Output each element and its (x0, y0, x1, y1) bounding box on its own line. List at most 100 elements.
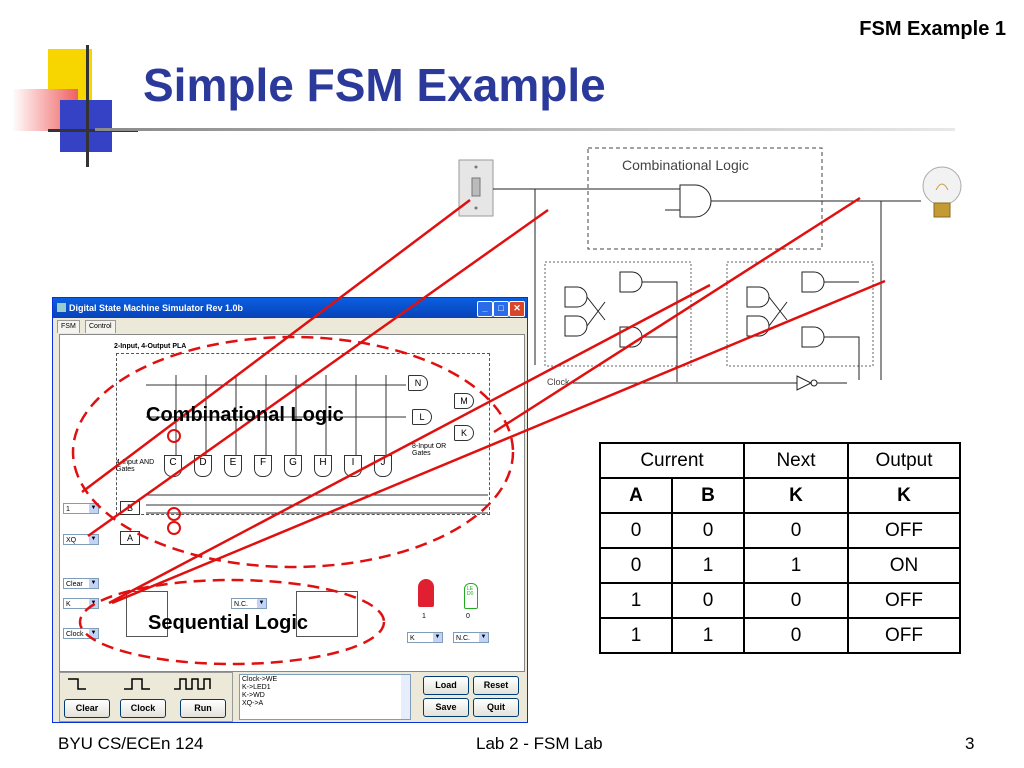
red-led-icon (418, 579, 434, 607)
red-led-value: 1 (422, 613, 426, 620)
save-button[interactable]: Save (423, 698, 469, 717)
tab-control[interactable]: Control (85, 320, 116, 333)
combinational-box-label: Combinational Logic (622, 157, 749, 173)
cell: OFF (847, 512, 961, 549)
truth-table: Current Next Output A B K K 0 0 0 OFF 0 … (599, 442, 961, 654)
select-row-b[interactable]: 1▼ (63, 503, 99, 514)
chevron-down-icon: ▼ (89, 504, 98, 513)
table-header-row: Current Next Output (599, 442, 961, 479)
inverter-symbol (796, 375, 813, 391)
cell: 1 (599, 582, 673, 619)
subheader-next-k: K (743, 477, 849, 514)
select-row-a-value: XQ (66, 537, 77, 544)
connection-log[interactable]: Clock->WE K->LED1 K->WD XQ->A (239, 674, 411, 720)
cell: 1 (671, 617, 745, 654)
load-button[interactable]: Load (423, 676, 469, 695)
chevron-down-icon: ▼ (89, 535, 98, 544)
cell: OFF (847, 582, 961, 619)
select-k-value: K (66, 601, 71, 608)
table-row: 0 1 1 ON (599, 547, 961, 584)
log-line: XQ->A (242, 700, 264, 707)
cell: 1 (743, 547, 849, 584)
green-led-value: 0 (466, 613, 470, 620)
cell: 0 (671, 512, 745, 549)
scrollbar[interactable] (401, 675, 410, 719)
green-led-label: LED0 (467, 586, 474, 597)
subheader-b: B (671, 477, 745, 514)
cell: ON (847, 547, 961, 584)
reset-button[interactable]: Reset (473, 676, 519, 695)
select-row-b-value: 1 (66, 506, 70, 513)
table-subheader-row: A B K K (599, 477, 961, 514)
circuit-diagram: Combinational Logic Clock (458, 147, 962, 391)
select-led1-value: K (410, 635, 415, 642)
maximize-button[interactable]: □ (493, 301, 509, 317)
select-clock-value: Clock (66, 631, 84, 638)
wave-icons (68, 678, 211, 690)
clear-button[interactable]: Clear (64, 699, 110, 718)
footer-course: BYU CS/ECEn 124 (58, 734, 204, 753)
window-titlebar: Digital State Machine Simulator Rev 1.0b… (53, 298, 527, 318)
wall-switch-icon (458, 159, 494, 217)
table-row: 1 1 0 OFF (599, 617, 961, 654)
title-divider (95, 128, 955, 131)
table-row: 1 0 0 OFF (599, 582, 961, 619)
chevron-down-icon: ▼ (89, 599, 98, 608)
header-current: Current (599, 442, 745, 479)
flip-flop-master (544, 261, 692, 367)
window-title: Digital State Machine Simulator Rev 1.0b (69, 303, 244, 313)
input-gate-a: A (120, 531, 140, 545)
run-button[interactable]: Run (180, 699, 226, 718)
select-ff-input[interactable]: N.C. ▼ (231, 598, 267, 609)
cell: 1 (599, 617, 673, 654)
select-led0[interactable]: N.C. ▼ (453, 632, 489, 643)
simulator-window: Digital State Machine Simulator Rev 1.0b… (52, 297, 528, 723)
select-led1[interactable]: K▼ (407, 632, 443, 643)
and-gate-symbol (679, 184, 712, 218)
chevron-down-icon: ▼ (257, 599, 266, 608)
select-row-a[interactable]: XQ ▼ (63, 534, 99, 545)
pla-grid (146, 375, 488, 514)
quit-button[interactable]: Quit (473, 698, 519, 717)
wave-panel: Clear Clock Run (59, 672, 233, 722)
select-clear[interactable]: Clear ▼ (63, 578, 99, 589)
minimize-button[interactable]: _ (477, 301, 493, 317)
header-label: FSM Example 1 (859, 18, 1006, 40)
cell: OFF (847, 617, 961, 654)
log-line: K->WD (242, 692, 265, 699)
chevron-down-icon: ▼ (89, 629, 98, 638)
header-output: Output (847, 442, 961, 479)
select-clock[interactable]: Clock ▼ (63, 628, 99, 639)
clock-label: Clock (547, 377, 570, 387)
cell: 0 (599, 512, 673, 549)
select-k[interactable]: K▼ (63, 598, 99, 609)
log-line: Clock->WE (242, 676, 278, 683)
cell: 1 (671, 547, 745, 584)
light-bulb-icon (922, 166, 962, 218)
select-clear-value: Clear (66, 581, 83, 588)
subheader-a: A (599, 477, 673, 514)
page-number: 3 (965, 734, 975, 753)
slide-title: Simple FSM Example (143, 59, 606, 111)
chevron-down-icon: ▼ (89, 579, 98, 588)
footer-lab: Lab 2 - FSM Lab (476, 734, 603, 753)
combinational-overlay-label: Combinational Logic (146, 404, 344, 426)
pla-label: 2-Input, 4-Output PLA (114, 343, 187, 350)
sequential-overlay-label: Sequential Logic (148, 612, 309, 634)
chevron-down-icon: ▼ (433, 633, 442, 642)
chevron-down-icon: ▼ (479, 633, 488, 642)
cell: 0 (743, 512, 849, 549)
clock-button[interactable]: Clock (120, 699, 166, 718)
logo-decoration (0, 45, 140, 170)
flip-flop-slave (726, 261, 874, 367)
table-row: 0 0 0 OFF (599, 512, 961, 549)
window-app-icon (57, 303, 66, 312)
cell: 0 (743, 617, 849, 654)
select-ff-input-value: N.C. (234, 601, 248, 608)
header-next: Next (743, 442, 849, 479)
close-button[interactable]: ✕ (509, 301, 525, 317)
subheader-output-k: K (847, 477, 961, 514)
select-led0-value: N.C. (456, 635, 470, 642)
tab-fsm[interactable]: FSM (57, 320, 80, 333)
log-line: K->LED1 (242, 684, 271, 691)
